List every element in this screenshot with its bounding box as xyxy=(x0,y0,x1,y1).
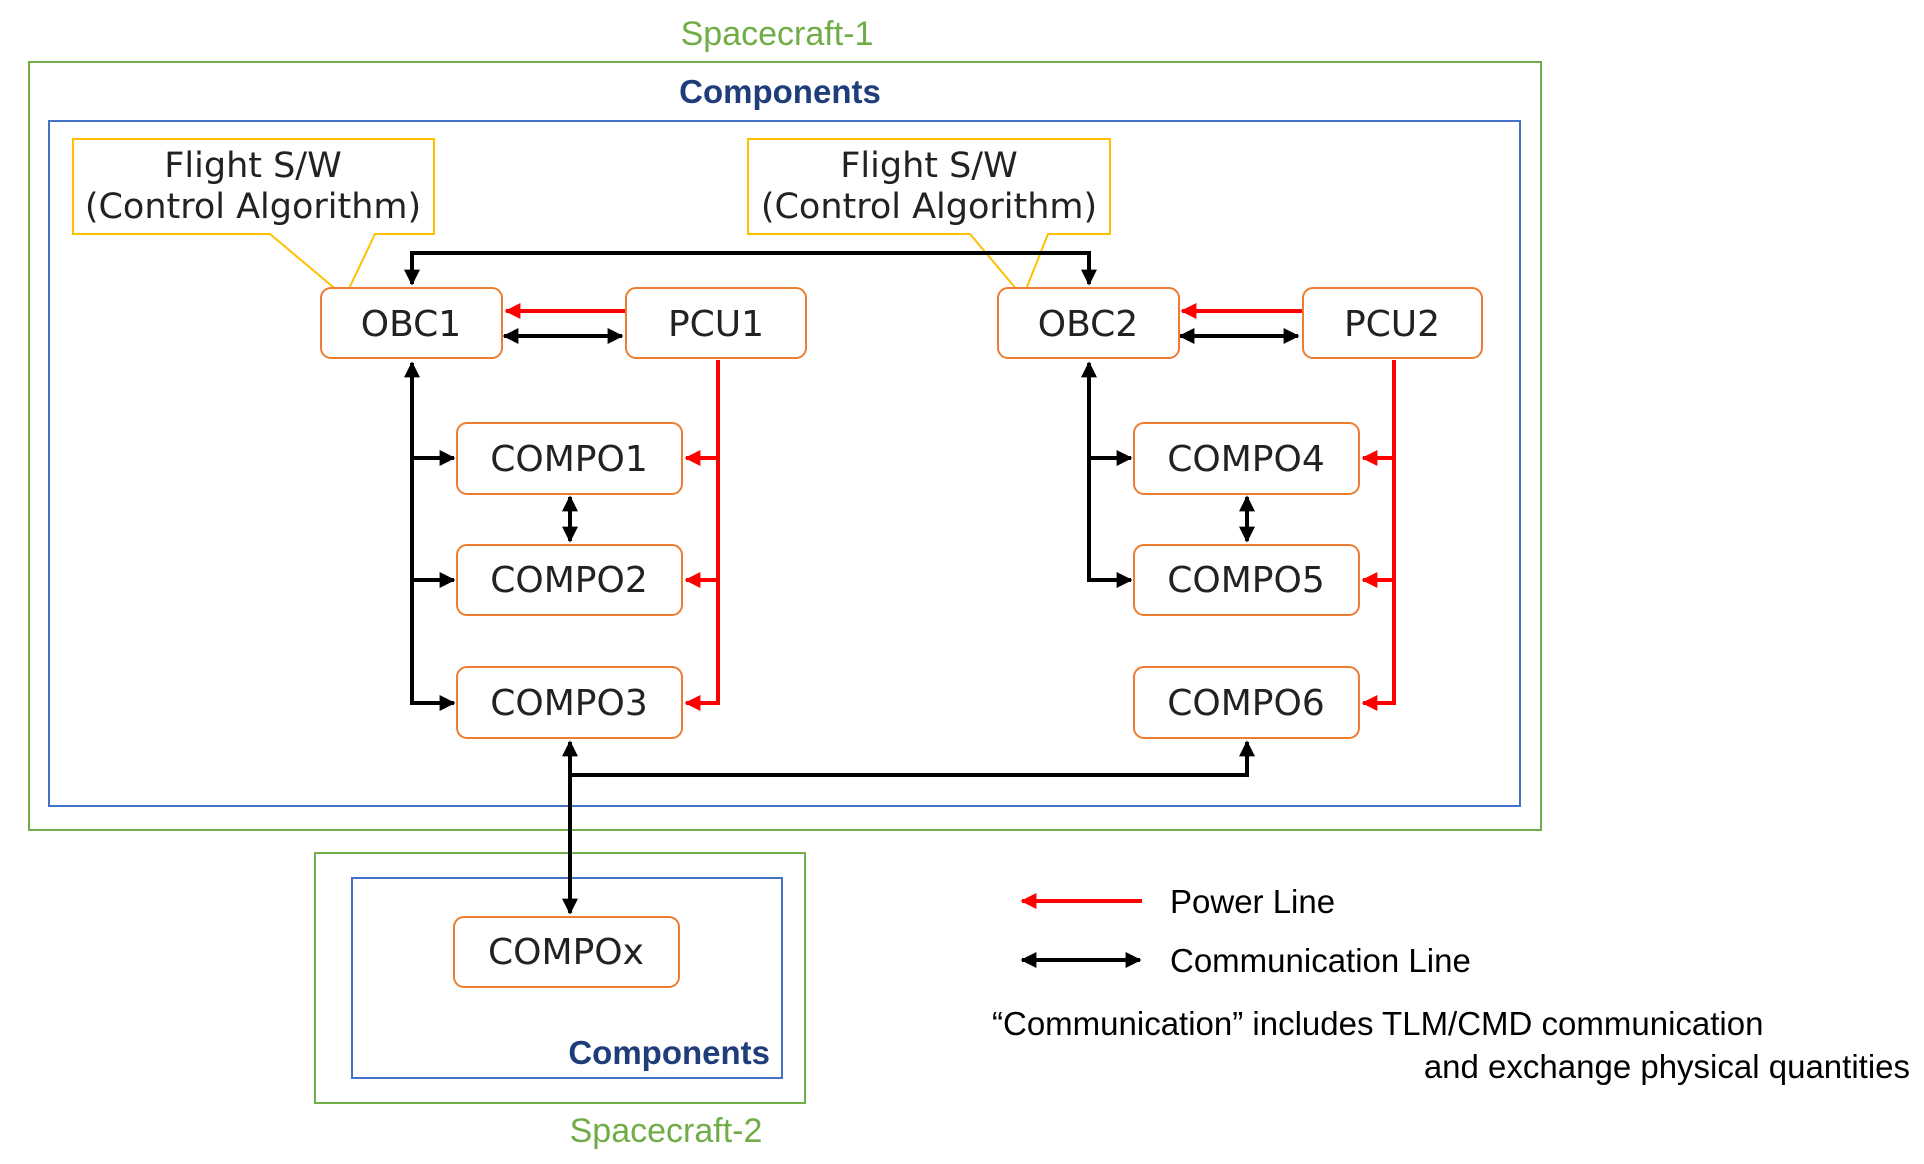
comm-line-compo3-compo6 xyxy=(562,740,1255,777)
compo1-label: COMPO1 xyxy=(490,439,647,480)
spacecraft-2-frame xyxy=(314,852,806,1104)
callout-right-line1: Flight S/W xyxy=(840,146,1017,186)
pcu2-box: PCU2 xyxy=(1302,287,1483,359)
spacecraft-2-title: Spacecraft-2 xyxy=(570,1112,763,1150)
obc1-label: OBC1 xyxy=(361,304,461,345)
note-line-2: and exchange physical quantities xyxy=(1424,1048,1910,1085)
pcu1-label: PCU1 xyxy=(668,304,764,345)
compo6-label: COMPO6 xyxy=(1167,683,1324,724)
legend-power-line-label: Power Line xyxy=(1170,883,1335,920)
compo5-label: COMPO5 xyxy=(1167,560,1324,601)
compo2-label: COMPO2 xyxy=(490,560,647,601)
obc2-label: OBC2 xyxy=(1038,304,1138,345)
power-lines xyxy=(504,303,1396,711)
compo4-label: COMPO4 xyxy=(1167,439,1324,480)
pcu1-box: PCU1 xyxy=(625,287,807,359)
compo6-box: COMPO6 xyxy=(1133,666,1360,739)
compo3-label: COMPO3 xyxy=(490,683,647,724)
compox-label: COMPOx xyxy=(488,932,644,973)
pcu2-label: PCU2 xyxy=(1344,304,1440,345)
spacecraft-1-components-title: Components xyxy=(679,73,881,110)
spacecraft-1-components-frame xyxy=(48,120,1521,807)
callout-left-line2: (Control Algorithm) xyxy=(85,187,421,227)
compo4-box: COMPO4 xyxy=(1133,422,1360,495)
compo3-box: COMPO3 xyxy=(456,666,683,739)
communication-lines xyxy=(404,251,1300,915)
comm-line-obc1-obc2 xyxy=(404,251,1097,286)
compo2-box: COMPO2 xyxy=(456,544,683,616)
spacecraft-1-frame xyxy=(28,61,1542,831)
spacecraft-1-title: Spacecraft-1 xyxy=(681,15,874,53)
legend: Power Line Communication Line xyxy=(1020,883,1471,979)
compox-box: COMPOx xyxy=(453,916,680,988)
callout-right-bubble xyxy=(747,138,1111,299)
callout-left-line1: Flight S/W xyxy=(164,146,341,186)
spacecraft-2-components-title: Components xyxy=(568,1034,770,1071)
compo5-box: COMPO5 xyxy=(1133,544,1360,616)
spacecraft-2-components-frame xyxy=(351,877,783,1079)
callout-right-line2: (Control Algorithm) xyxy=(761,187,1097,227)
legend-communication-line-label: Communication Line xyxy=(1170,942,1471,979)
compo1-box: COMPO1 xyxy=(456,422,683,495)
note-line-1: “Communication” includes TLM/CMD communi… xyxy=(992,1005,1763,1042)
obc1-box: OBC1 xyxy=(320,287,503,359)
component-boxes: OBC1 PCU1 OBC2 PCU2 COMPO1 COMPO2 COMPO3 xyxy=(320,287,1483,988)
callout-left-bubble xyxy=(72,138,435,299)
obc2-box: OBC2 xyxy=(997,287,1180,359)
